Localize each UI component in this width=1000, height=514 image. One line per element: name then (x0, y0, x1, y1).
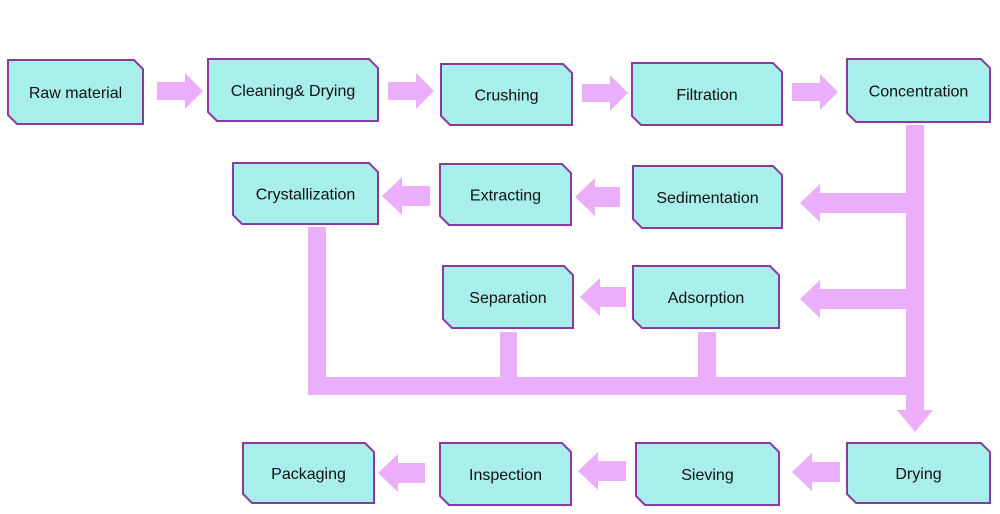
node-cleaning-drying: Cleaning& Drying (207, 58, 379, 122)
node-label: Sedimentation (656, 190, 758, 207)
separation-down-connector (500, 332, 517, 382)
node-label: Drying (895, 466, 941, 483)
process-box (232, 162, 379, 225)
arrow-cleaning-to-crushing (388, 73, 434, 109)
node-crystallization: Crystallization (232, 162, 379, 225)
node-label: Crushing (474, 88, 538, 105)
process-box (439, 442, 572, 506)
node-sedimentation: Sedimentation (632, 165, 783, 229)
node-concentration: Concentration (846, 58, 991, 123)
node-label: Extracting (470, 188, 541, 205)
node-label: Packaging (271, 466, 346, 483)
process-box (631, 62, 783, 126)
node-separation: Separation (442, 265, 574, 329)
node-label: Cleaning& Drying (231, 83, 356, 100)
process-box (442, 265, 574, 329)
node-packaging: Packaging (242, 442, 375, 504)
node-label: Sieving (681, 467, 733, 484)
node-extracting: Extracting (439, 163, 572, 226)
node-raw-material: Raw material (7, 59, 144, 125)
arrow-extracting-to-crystallization (382, 177, 430, 215)
node-label: Concentration (869, 84, 969, 101)
node-sieving: Sieving (635, 442, 780, 506)
process-box (846, 442, 991, 504)
trunk-vertical-connector (906, 125, 924, 395)
arrow-sedimentation-to-extracting (575, 178, 620, 216)
arrow-to-sedimentation (800, 184, 906, 222)
arrow-drying-to-sieving (792, 453, 840, 491)
node-adsorption: Adsorption (632, 265, 780, 329)
node-filtration: Filtration (631, 62, 783, 126)
connectors (308, 125, 924, 395)
arrow-to-adsorption (800, 280, 906, 318)
node-drying: Drying (846, 442, 991, 504)
node-label: Raw material (29, 85, 122, 102)
node-label: Crystallization (256, 187, 356, 204)
process-box (632, 165, 783, 229)
adsorption-down-connector (698, 332, 716, 382)
arrow-filtration-to-concentration (792, 74, 838, 110)
node-crushing: Crushing (440, 63, 573, 126)
process-box (242, 442, 375, 504)
nodes: Raw material Cleaning& Drying Crushing Filt… (7, 58, 991, 506)
node-label: Filtration (676, 87, 737, 104)
arrow-adsorption-to-separation (580, 278, 626, 316)
crystallization-down-connector (308, 227, 326, 395)
arrow-inspection-to-packaging (378, 454, 425, 492)
arrow-crushing-to-filtration (582, 75, 628, 111)
node-label: Separation (469, 290, 546, 307)
process-box (846, 58, 991, 123)
node-label: Adsorption (668, 290, 745, 307)
node-label: Inspection (469, 467, 542, 484)
arrow-down-to-drying (897, 395, 933, 432)
arrows (157, 73, 933, 492)
arrow-raw-to-cleaning (157, 73, 203, 109)
node-inspection: Inspection (439, 442, 572, 506)
process-box (632, 265, 780, 329)
collector-horizontal-connector (308, 377, 924, 395)
process-box (440, 63, 573, 126)
process-box (207, 58, 379, 122)
process-box (439, 163, 572, 226)
process-box (635, 442, 780, 506)
process-box (7, 59, 144, 125)
arrow-sieving-to-inspection (578, 452, 626, 490)
